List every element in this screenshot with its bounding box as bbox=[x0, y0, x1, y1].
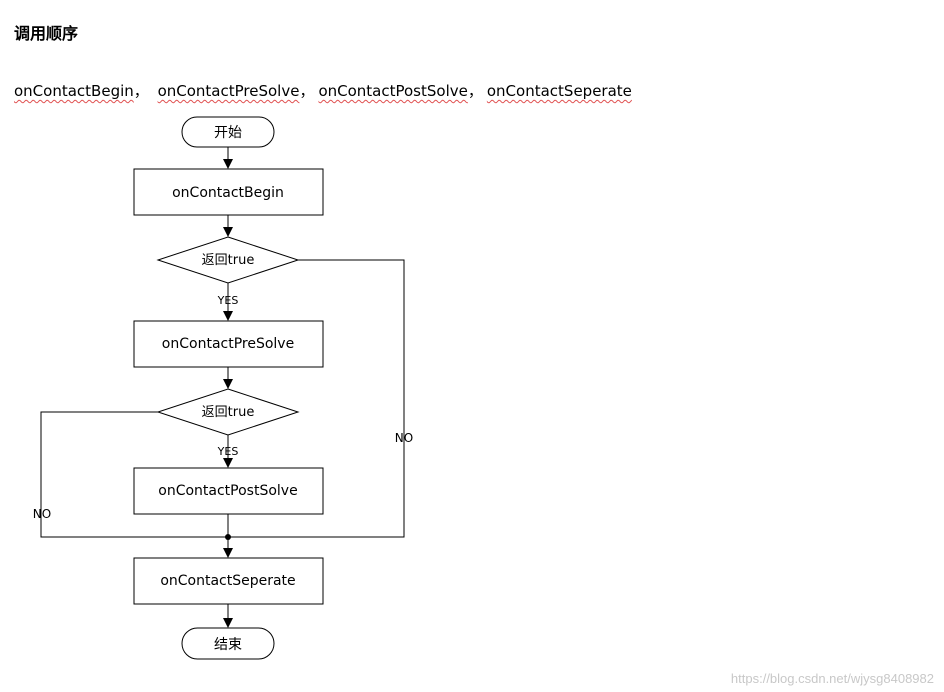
process-postsolve-label: onContactPostSolve bbox=[158, 483, 297, 499]
callback-begin: onContactBegin bbox=[14, 82, 134, 100]
decision-2-label: 返回true bbox=[202, 405, 255, 420]
process-seperate-label: onContactSeperate bbox=[160, 573, 295, 589]
decision-1-label: 返回true bbox=[202, 253, 255, 268]
separator: ， bbox=[299, 82, 315, 100]
start-label: 开始 bbox=[214, 125, 242, 141]
process-seperate: onContactSeperate bbox=[133, 557, 324, 605]
no-path-right bbox=[228, 259, 405, 538]
merge-dot bbox=[225, 534, 231, 540]
no-path-left bbox=[40, 411, 228, 538]
end-terminal: 结束 bbox=[181, 627, 275, 660]
process-begin-label: onContactBegin bbox=[172, 185, 284, 201]
decision-2: 返回true bbox=[156, 388, 300, 436]
process-presolve: onContactPreSolve bbox=[133, 320, 324, 368]
no-label-left: NO bbox=[33, 507, 51, 521]
separator: ， bbox=[467, 82, 483, 100]
process-postsolve: onContactPostSolve bbox=[133, 467, 324, 515]
process-begin: onContactBegin bbox=[133, 168, 324, 216]
process-presolve-label: onContactPreSolve bbox=[162, 336, 294, 352]
start-terminal: 开始 bbox=[181, 116, 275, 148]
callback-list: onContactBegin， onContactPreSolve，onCont… bbox=[14, 80, 632, 101]
callback-postsolve: onContactPostSolve bbox=[318, 82, 468, 100]
no-label-right: NO bbox=[395, 431, 413, 445]
callback-presolve: onContactPreSolve bbox=[157, 82, 300, 100]
watermark: https://blog.csdn.net/wjysg8408982 bbox=[730, 671, 934, 686]
separator: ， bbox=[133, 82, 149, 100]
decision-1: 返回true bbox=[156, 236, 300, 284]
callback-seperate: onContactSeperate bbox=[486, 82, 632, 100]
page-heading: 调用顺序 bbox=[14, 24, 79, 43]
end-label: 结束 bbox=[214, 637, 242, 653]
